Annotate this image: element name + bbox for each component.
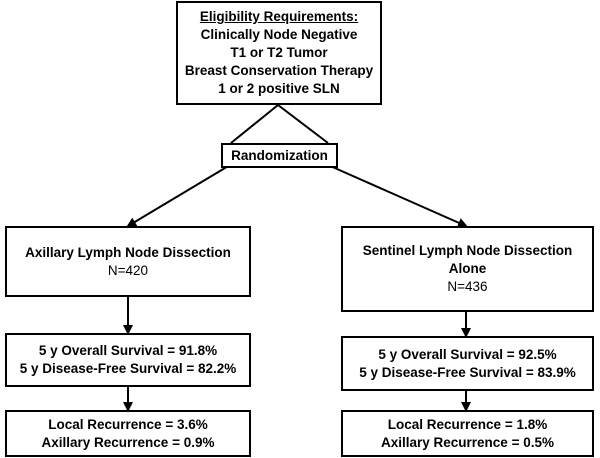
- left-disease-free-survival: 5 y Disease-Free Survival = 82.2%: [19, 361, 237, 376]
- criterion-tumor-size: T1 or T2 Tumor: [230, 45, 328, 60]
- right-disease-free-survival: 5 y Disease-Free Survival = 83.9%: [359, 364, 576, 380]
- right-local-recurrence: Local Recurrence = 1.8%: [387, 416, 548, 432]
- left-arm-n: N=420: [107, 262, 149, 278]
- eligibility-heading: Eligibility Requirements:: [199, 9, 359, 24]
- left-recurrence-box: Local Recurrence = 3.6% Axillary Recurre…: [5, 410, 251, 457]
- criterion-node-negative: Clinically Node Negative: [200, 27, 358, 42]
- right-axillary-recurrence: Axillary Recurrence = 0.5%: [381, 434, 554, 450]
- right-overall-survival: 5 y Overall Survival = 92.5%: [378, 346, 557, 362]
- randomization-box: Randomization: [221, 143, 338, 168]
- arrow-to-left-arm: [126, 164, 231, 228]
- randomization-label: Randomization: [231, 147, 328, 163]
- criterion-bct: Breast Conservation Therapy: [184, 63, 374, 78]
- right-survival-box: 5 y Overall Survival = 92.5% 5 y Disease…: [341, 336, 594, 391]
- left-arm-name: Axillary Lymph Node Dissection: [25, 244, 231, 260]
- connector-eligibility-left: [230, 104, 279, 144]
- right-arm-name-line2: Alone: [448, 261, 487, 276]
- right-arm-name-line1: Sentinel Lymph Node Dissection: [362, 243, 573, 258]
- left-arm-box: Axillary Lymph Node Dissection N=420: [5, 226, 251, 297]
- left-axillary-recurrence: Axillary Recurrence = 0.9%: [41, 434, 215, 450]
- right-arm-n: N=436: [447, 279, 488, 294]
- criterion-positive-sln: 1 or 2 positive SLN: [218, 81, 340, 96]
- left-overall-survival: 5 y Overall Survival = 91.8%: [38, 343, 218, 358]
- left-survival-box: 5 y Overall Survival = 91.8% 5 y Disease…: [5, 333, 251, 387]
- left-local-recurrence: Local Recurrence = 3.6%: [48, 416, 208, 432]
- arrow-to-right-arm: [327, 164, 468, 228]
- right-arm-box: Sentinel Lymph Node Dissection Alone N=4…: [341, 226, 594, 312]
- connector-eligibility-right: [277, 104, 329, 144]
- right-recurrence-box: Local Recurrence = 1.8% Axillary Recurre…: [341, 410, 594, 457]
- eligibility-box: Eligibility Requirements: Clinically Nod…: [176, 1, 382, 105]
